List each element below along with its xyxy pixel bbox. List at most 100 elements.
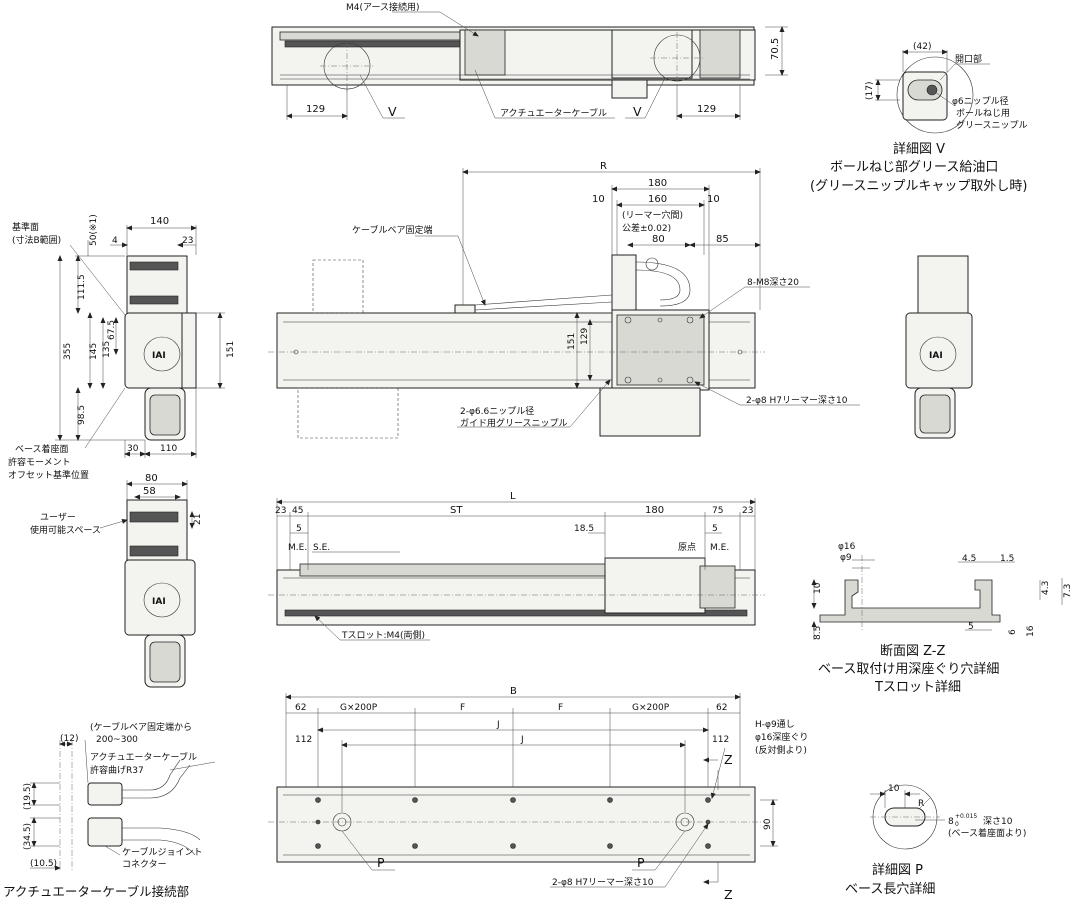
label-reamer-h7-bottom: 2-φ8 H7リーマー深さ10 xyxy=(552,877,654,888)
dim-151-end: 151 xyxy=(226,341,236,358)
label-actuator-cable-detail: アクチュエーターケーブル xyxy=(90,751,197,763)
dim-129-right: 129 xyxy=(697,104,716,115)
dim-145: 145 xyxy=(89,343,99,360)
label-guide-grease: ガイド用グリースニップル xyxy=(460,417,568,429)
dim-18-5: 18.5 xyxy=(574,524,594,534)
dim-75: 75 xyxy=(712,506,723,516)
dim-phi16: φ16 xyxy=(838,542,856,552)
label-p-left: P xyxy=(377,855,385,870)
label-actuator-cable-top: アクチュエーターケーブル xyxy=(500,107,607,119)
dim-85: 85 xyxy=(716,234,729,245)
label-nipple-66: 2-φ6.6ニップル径 xyxy=(460,405,534,417)
label-reamer-h7-front: 2-φ8 H7リーマー深さ10 xyxy=(746,395,848,406)
dim-62-right: 62 xyxy=(716,703,727,713)
label-moment: 許容モーメント xyxy=(8,456,71,468)
dim-10-a: 10 xyxy=(592,194,605,205)
dim-6-section: 6 xyxy=(1008,629,1018,635)
label-h-counterbore: φ16深座ぐり xyxy=(755,731,808,743)
label-ref-surface: 基準面 xyxy=(12,221,39,233)
dim-g200p-right: G×200P xyxy=(632,703,670,713)
detail-v-title: 詳細図 V xyxy=(893,141,945,157)
end-view-logo: IAI xyxy=(152,351,166,361)
dim-r: R xyxy=(600,161,607,172)
dim-10-b: 10 xyxy=(707,194,720,205)
dim-58: 58 xyxy=(143,486,156,497)
label-tol-plus: +0.015 xyxy=(955,813,977,820)
dim-10-section: 10 xyxy=(813,582,823,594)
dim-80-front: 80 xyxy=(652,234,665,245)
detail-p-title: 詳細図 P xyxy=(872,862,923,878)
section-profile xyxy=(819,579,1001,623)
dim-r-detail-p: R xyxy=(918,799,924,809)
cable-bear-loop xyxy=(635,261,691,307)
dim-12: (12) xyxy=(60,734,78,744)
dim-140: 140 xyxy=(150,216,169,227)
label-m4-earth: M4(アース接続用) xyxy=(346,1,420,13)
dim-111-5: 111.5 xyxy=(77,274,87,300)
label-ref-range: (寸法B範囲) xyxy=(12,234,61,246)
dim-g200p-left: G×200P xyxy=(340,703,378,713)
bottom-view: B 62 G×200P F F G×200P 62 J 112 J 112 90… xyxy=(268,686,808,902)
detail-p: 10 R 8 +0.015 0 深さ10 (ベース着座面より) 詳細図 P ベー… xyxy=(845,784,1026,897)
detail-v: (42) (17) 開口部 φ6ニップル径 ボールねじ用 グリースニップル 詳細… xyxy=(810,42,1028,194)
label-200-300: 200~300 xyxy=(96,735,138,745)
dim-98-5: 98.5 xyxy=(77,405,87,425)
section-zz-subtitle: ベース取付け用深座ぐり穴詳細 xyxy=(818,661,999,677)
dim-10-5: (10.5) xyxy=(30,859,57,869)
label-p-right: P xyxy=(637,855,645,870)
cable-detail-title: アクチュエーターケーブル接続部 xyxy=(3,884,189,899)
section-zz-tslot: Tスロット詳細 xyxy=(874,679,961,695)
label-joint: ケーブルジョイント xyxy=(122,846,202,858)
label-reamer-tol: 公差±0.02) xyxy=(622,222,671,234)
dim-80-mini: 80 xyxy=(145,473,158,484)
dim-70-5: 70.5 xyxy=(770,38,781,60)
dim-19-5: (19.5) xyxy=(23,783,33,810)
dim-21: 21 xyxy=(193,514,203,525)
dim-42: (42) xyxy=(913,42,931,52)
label-z-top: Z xyxy=(724,752,733,767)
dim-180-front: 180 xyxy=(648,178,667,189)
section-zz: φ16 φ9 4.5 1.5 10 8.5 5 6 16 4.3 7.3 断面図… xyxy=(811,542,1073,695)
right-end-view: IAI xyxy=(905,255,973,439)
dim-17: (17) xyxy=(865,82,875,100)
label-base-seat: ベース着座面 xyxy=(15,443,69,455)
dim-5-left: 5 xyxy=(296,524,302,534)
dim-8-5: 8.5 xyxy=(813,626,823,640)
detail-v-subtitle: ボールねじ部グリース給油口 xyxy=(830,160,998,175)
dim-112-right: 112 xyxy=(712,735,729,745)
label-user: ユーザー xyxy=(40,512,76,523)
dim-16-section: 16 xyxy=(1026,625,1036,637)
dim-355: 355 xyxy=(63,343,73,360)
dim-5-right: 5 xyxy=(712,524,718,534)
dim-67-5: 67.5 xyxy=(107,320,117,340)
section-zz-title: 断面図 Z-Z xyxy=(880,644,946,659)
front-view: R 180 160 10 10 (リーマー穴間) 公差±0.02) 80 85 … xyxy=(268,161,860,439)
dim-st: ST xyxy=(450,505,463,516)
label-h-through: H-φ9通し xyxy=(755,719,795,730)
dim-5-section: 5 xyxy=(968,622,974,632)
dim-135: 135 xyxy=(102,341,112,358)
dim-62-left: 62 xyxy=(295,703,306,713)
label-se: S.E. xyxy=(313,543,330,553)
label-opening: 開口部 xyxy=(955,53,982,65)
label-me-left: M.E. xyxy=(288,543,307,553)
label-v-right: V xyxy=(633,104,642,119)
cable-detail: (12) (ケーブルベア固定端から 200~300 アクチュエーターケーブル 許… xyxy=(3,721,216,899)
right-end-logo: IAI xyxy=(929,351,943,361)
dim-90: 90 xyxy=(763,818,773,830)
dim-l: L xyxy=(510,491,516,502)
dim-10-detail-p: 10 xyxy=(888,784,900,794)
side-mini-view: IAI 80 58 21 ユーザー 使用可能スペース xyxy=(30,473,203,688)
dim-23-right: 23 xyxy=(742,506,753,516)
dim-23-end: 23 xyxy=(182,236,193,246)
label-connector: コネクター xyxy=(122,859,167,870)
dim-j-lower: J xyxy=(520,735,524,745)
dim-110: 110 xyxy=(160,444,177,454)
label-user-space: 使用可能スペース xyxy=(30,524,101,536)
dim-j-upper: J xyxy=(496,720,500,730)
label-me-right: M.E. xyxy=(710,543,729,553)
dim-112-left: 112 xyxy=(295,735,312,745)
side-view: L 23 45 ST 180 75 23 5 18.5 5 M.E. S.E. … xyxy=(268,491,765,641)
label-tol-zero: 0 xyxy=(955,821,959,828)
